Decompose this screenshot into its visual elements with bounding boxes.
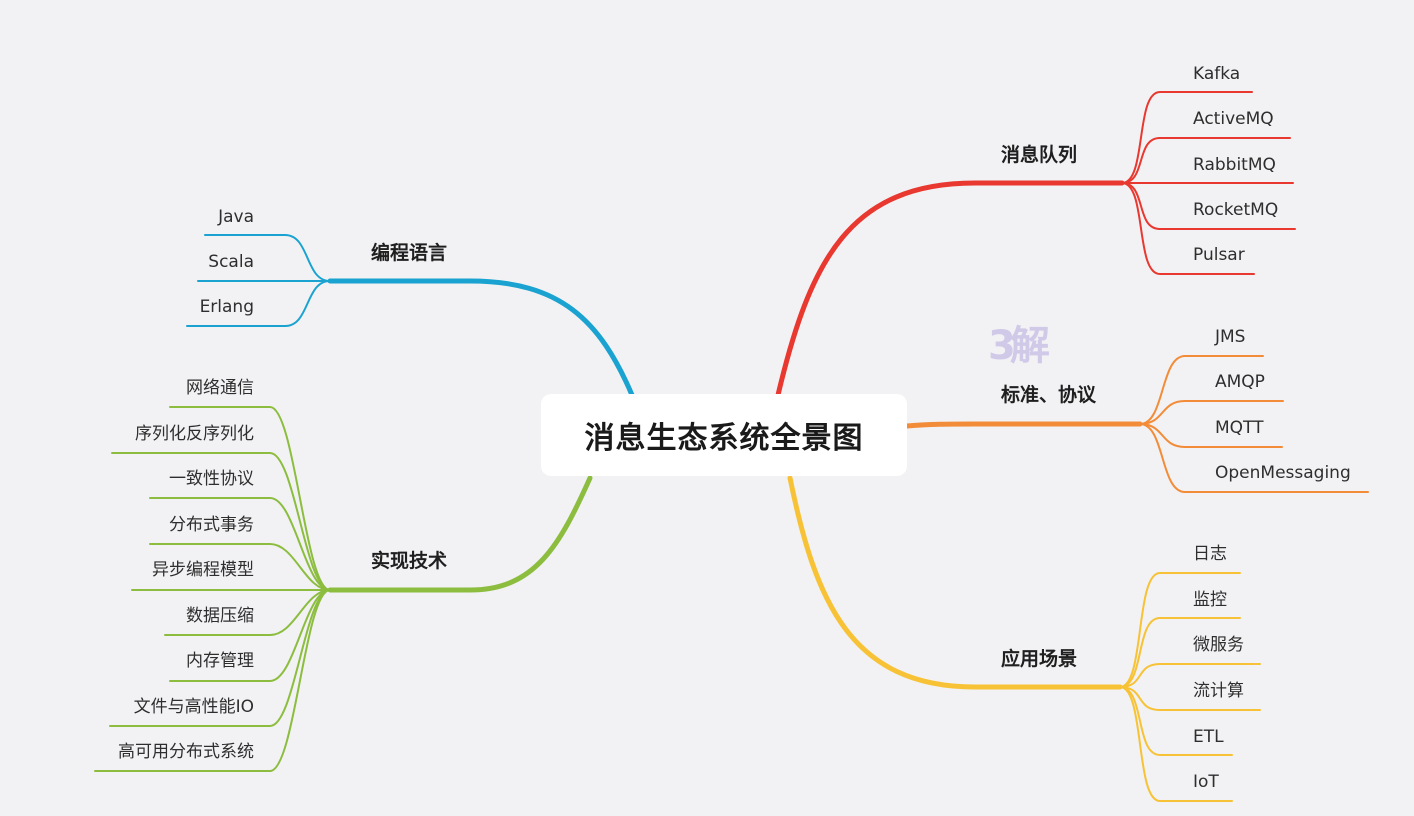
leaf-link-tech-8 (94, 589, 331, 772)
leaf-link-queue-4 (1121, 182, 1255, 275)
leaf-amqp[interactable]: AMQP (1215, 372, 1265, 392)
leaf-async-programming[interactable]: 异步编程模型 (152, 560, 254, 580)
leaf-log[interactable]: 日志 (1193, 544, 1227, 564)
root-topic[interactable]: 消息生态系统全景图 (541, 394, 907, 476)
leaf-link-protocol-3 (1139, 423, 1369, 493)
leaf-activemq[interactable]: ActiveMQ (1193, 109, 1274, 129)
leaf-openmessaging[interactable]: OpenMessaging (1215, 463, 1351, 483)
leaf-link-protocol-1 (1139, 400, 1284, 425)
leaf-serialization[interactable]: 序列化反序列化 (135, 424, 254, 444)
leaf-link-tech-1 (111, 452, 331, 591)
branch-link-queue (775, 180, 1125, 398)
leaf-memory-management[interactable]: 内存管理 (186, 651, 254, 671)
leaf-link-protocol-0 (1139, 355, 1264, 425)
topic-message-queue[interactable]: 消息队列 (1001, 144, 1078, 166)
leaf-link-scenario-3 (1119, 686, 1261, 711)
leaf-high-availability[interactable]: 高可用分布式系统 (118, 742, 254, 762)
leaf-pulsar[interactable]: Pulsar (1193, 245, 1245, 265)
leaf-erlang[interactable]: Erlang (199, 297, 254, 317)
leaf-link-scenario-2 (1119, 663, 1261, 688)
leaf-scala[interactable]: Scala (208, 252, 254, 272)
leaf-stream-computing[interactable]: 流计算 (1193, 681, 1244, 701)
leaf-link-tech-2 (149, 497, 331, 591)
watermark-logo: 3解 (988, 323, 1050, 369)
branch-link-tech (327, 475, 593, 593)
leaf-networking[interactable]: 网络通信 (186, 378, 254, 398)
leaf-consensus[interactable]: 一致性协议 (169, 469, 254, 489)
leaf-link-queue-3 (1121, 182, 1296, 230)
leaf-link-tech-5 (164, 589, 331, 636)
root-title: 消息生态系统全景图 (584, 421, 864, 456)
leaf-link-language-0 (204, 234, 331, 282)
leaf-etl[interactable]: ETL (1193, 727, 1224, 747)
leaf-rocketmq[interactable]: RocketMQ (1193, 200, 1279, 220)
topic-application-scenarios[interactable]: 应用场景 (1001, 648, 1078, 670)
leaf-link-queue-0 (1121, 91, 1253, 184)
leaf-link-protocol-2 (1139, 423, 1283, 448)
topic-standards-protocols[interactable]: 标准、协议 (1001, 384, 1097, 406)
leaf-link-queue-1 (1121, 137, 1291, 184)
leaf-mqtt[interactable]: MQTT (1215, 418, 1264, 438)
leaf-link-scenario-1 (1119, 617, 1241, 688)
leaf-link-scenario-5 (1119, 686, 1233, 802)
leaf-link-language-2 (186, 280, 331, 327)
topic-programming-languages[interactable]: 编程语言 (370, 242, 447, 264)
branch-link-protocol (904, 421, 1143, 429)
leaf-microservice[interactable]: 微服务 (1193, 635, 1244, 655)
topic-implementation-tech[interactable]: 实现技术 (370, 550, 447, 572)
leaf-file-io[interactable]: 文件与高性能IO (133, 697, 254, 717)
leaf-distributed-transaction[interactable]: 分布式事务 (169, 515, 254, 535)
leaf-compression[interactable]: 数据压缩 (186, 606, 254, 626)
leaf-rabbitmq[interactable]: RabbitMQ (1193, 155, 1276, 175)
leaf-iot[interactable]: IoT (1193, 772, 1219, 792)
leaf-java[interactable]: Java (218, 207, 254, 227)
branch-link-scenario (787, 475, 1123, 690)
leaf-kafka[interactable]: Kafka (1193, 64, 1241, 84)
leaf-monitor[interactable]: 监控 (1193, 590, 1227, 610)
branch-link-language (327, 278, 635, 398)
leaf-jms[interactable]: JMS (1215, 327, 1246, 347)
leaf-link-tech-3 (149, 543, 331, 591)
branch-links (94, 91, 1369, 802)
leaf-link-tech-0 (169, 406, 331, 591)
leaf-link-scenario-0 (1119, 572, 1241, 688)
